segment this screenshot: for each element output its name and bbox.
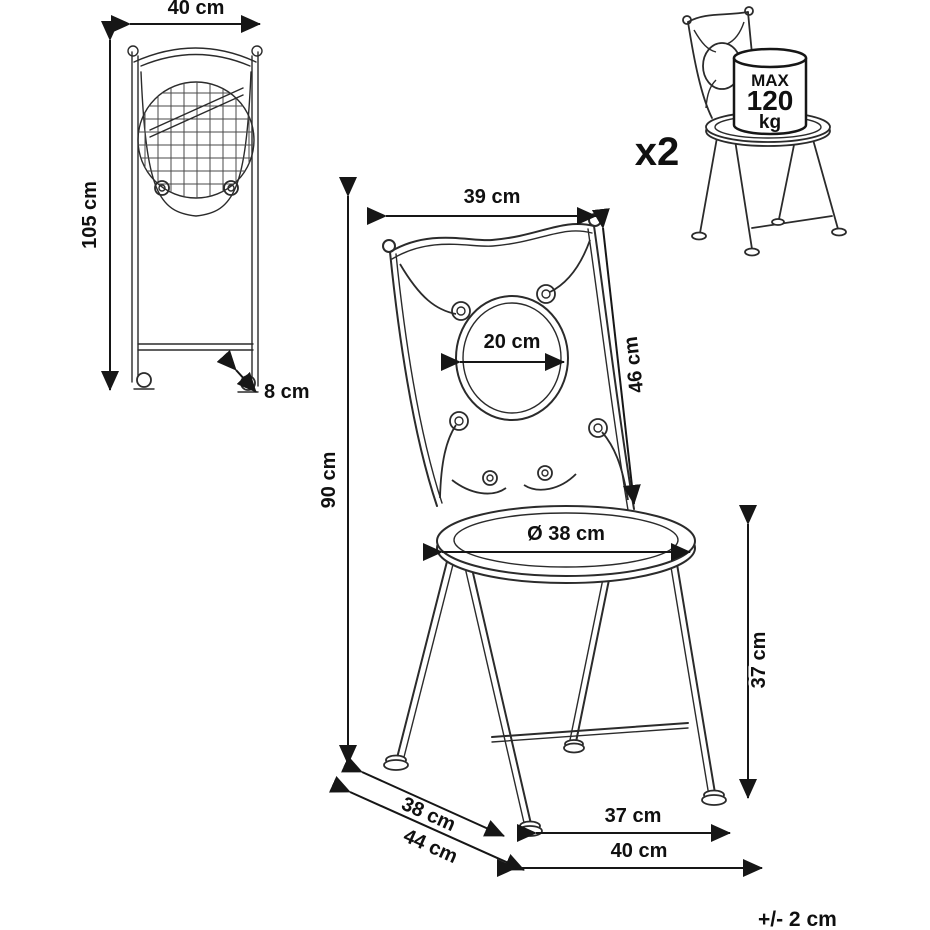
dim-label-base-outer-width: 40 cm	[611, 840, 668, 862]
dim-label-folded-foot: 8 cm	[264, 381, 310, 403]
dim-label-circle-diameter: 20 cm	[484, 331, 541, 353]
base-inner-width-dimension: 37 cm	[517, 803, 731, 842]
folded-height-dimension: 105 cm	[77, 21, 119, 391]
top-width-dimension: 39 cm	[367, 184, 597, 225]
circle-diameter-dimension: 20 cm	[441, 329, 565, 371]
dim-label-folded-height: 105 cm	[79, 181, 101, 249]
dim-label-folded-width: 40 cm	[168, 0, 225, 19]
folded-width-dimension: 40 cm	[111, 0, 261, 33]
base-outer-width-dimension: 40 cm	[497, 838, 763, 877]
max-load-label-value: 120	[747, 85, 794, 116]
total-depth-dimension: 44 cm	[328, 776, 525, 871]
folded-chair-drawing	[127, 45, 263, 393]
dim-label-base-inner-width: 37 cm	[605, 805, 662, 827]
main-chair-view: 90 cm 39 cm 46 cm 20 cm Ø 38 cm 37 cm 38…	[316, 177, 773, 877]
dim-label-seat-height: 37 cm	[748, 632, 770, 689]
folded-foot-dimension: 8 cm	[216, 349, 312, 406]
folded-chair-view: 40 cm 105 cm 8 cm	[77, 0, 313, 406]
dim-label-backrest-height: 46 cm	[620, 335, 648, 394]
dim-label-total-height: 90 cm	[318, 452, 340, 509]
max-load-badge: MAX 120 kg	[732, 47, 808, 136]
mini-chair-view: MAX 120 kg	[682, 6, 847, 257]
tolerance-label: +/- 2 cm	[758, 908, 837, 930]
dim-label-seat-diameter: Ø 38 cm	[527, 523, 605, 545]
seat-height-dimension: 37 cm	[739, 505, 773, 799]
seat-diameter-dimension: Ø 38 cm	[423, 521, 691, 561]
max-load-label-unit: kg	[759, 112, 781, 133]
dim-label-top-width: 39 cm	[464, 186, 521, 208]
seat-depth-dimension: 38 cm	[340, 755, 505, 839]
max-load-label-max: MAX	[751, 71, 789, 90]
backrest-height-dimension: 46 cm	[591, 208, 651, 505]
total-height-dimension: 90 cm	[316, 177, 357, 765]
quantity-label: x2	[635, 130, 680, 174]
